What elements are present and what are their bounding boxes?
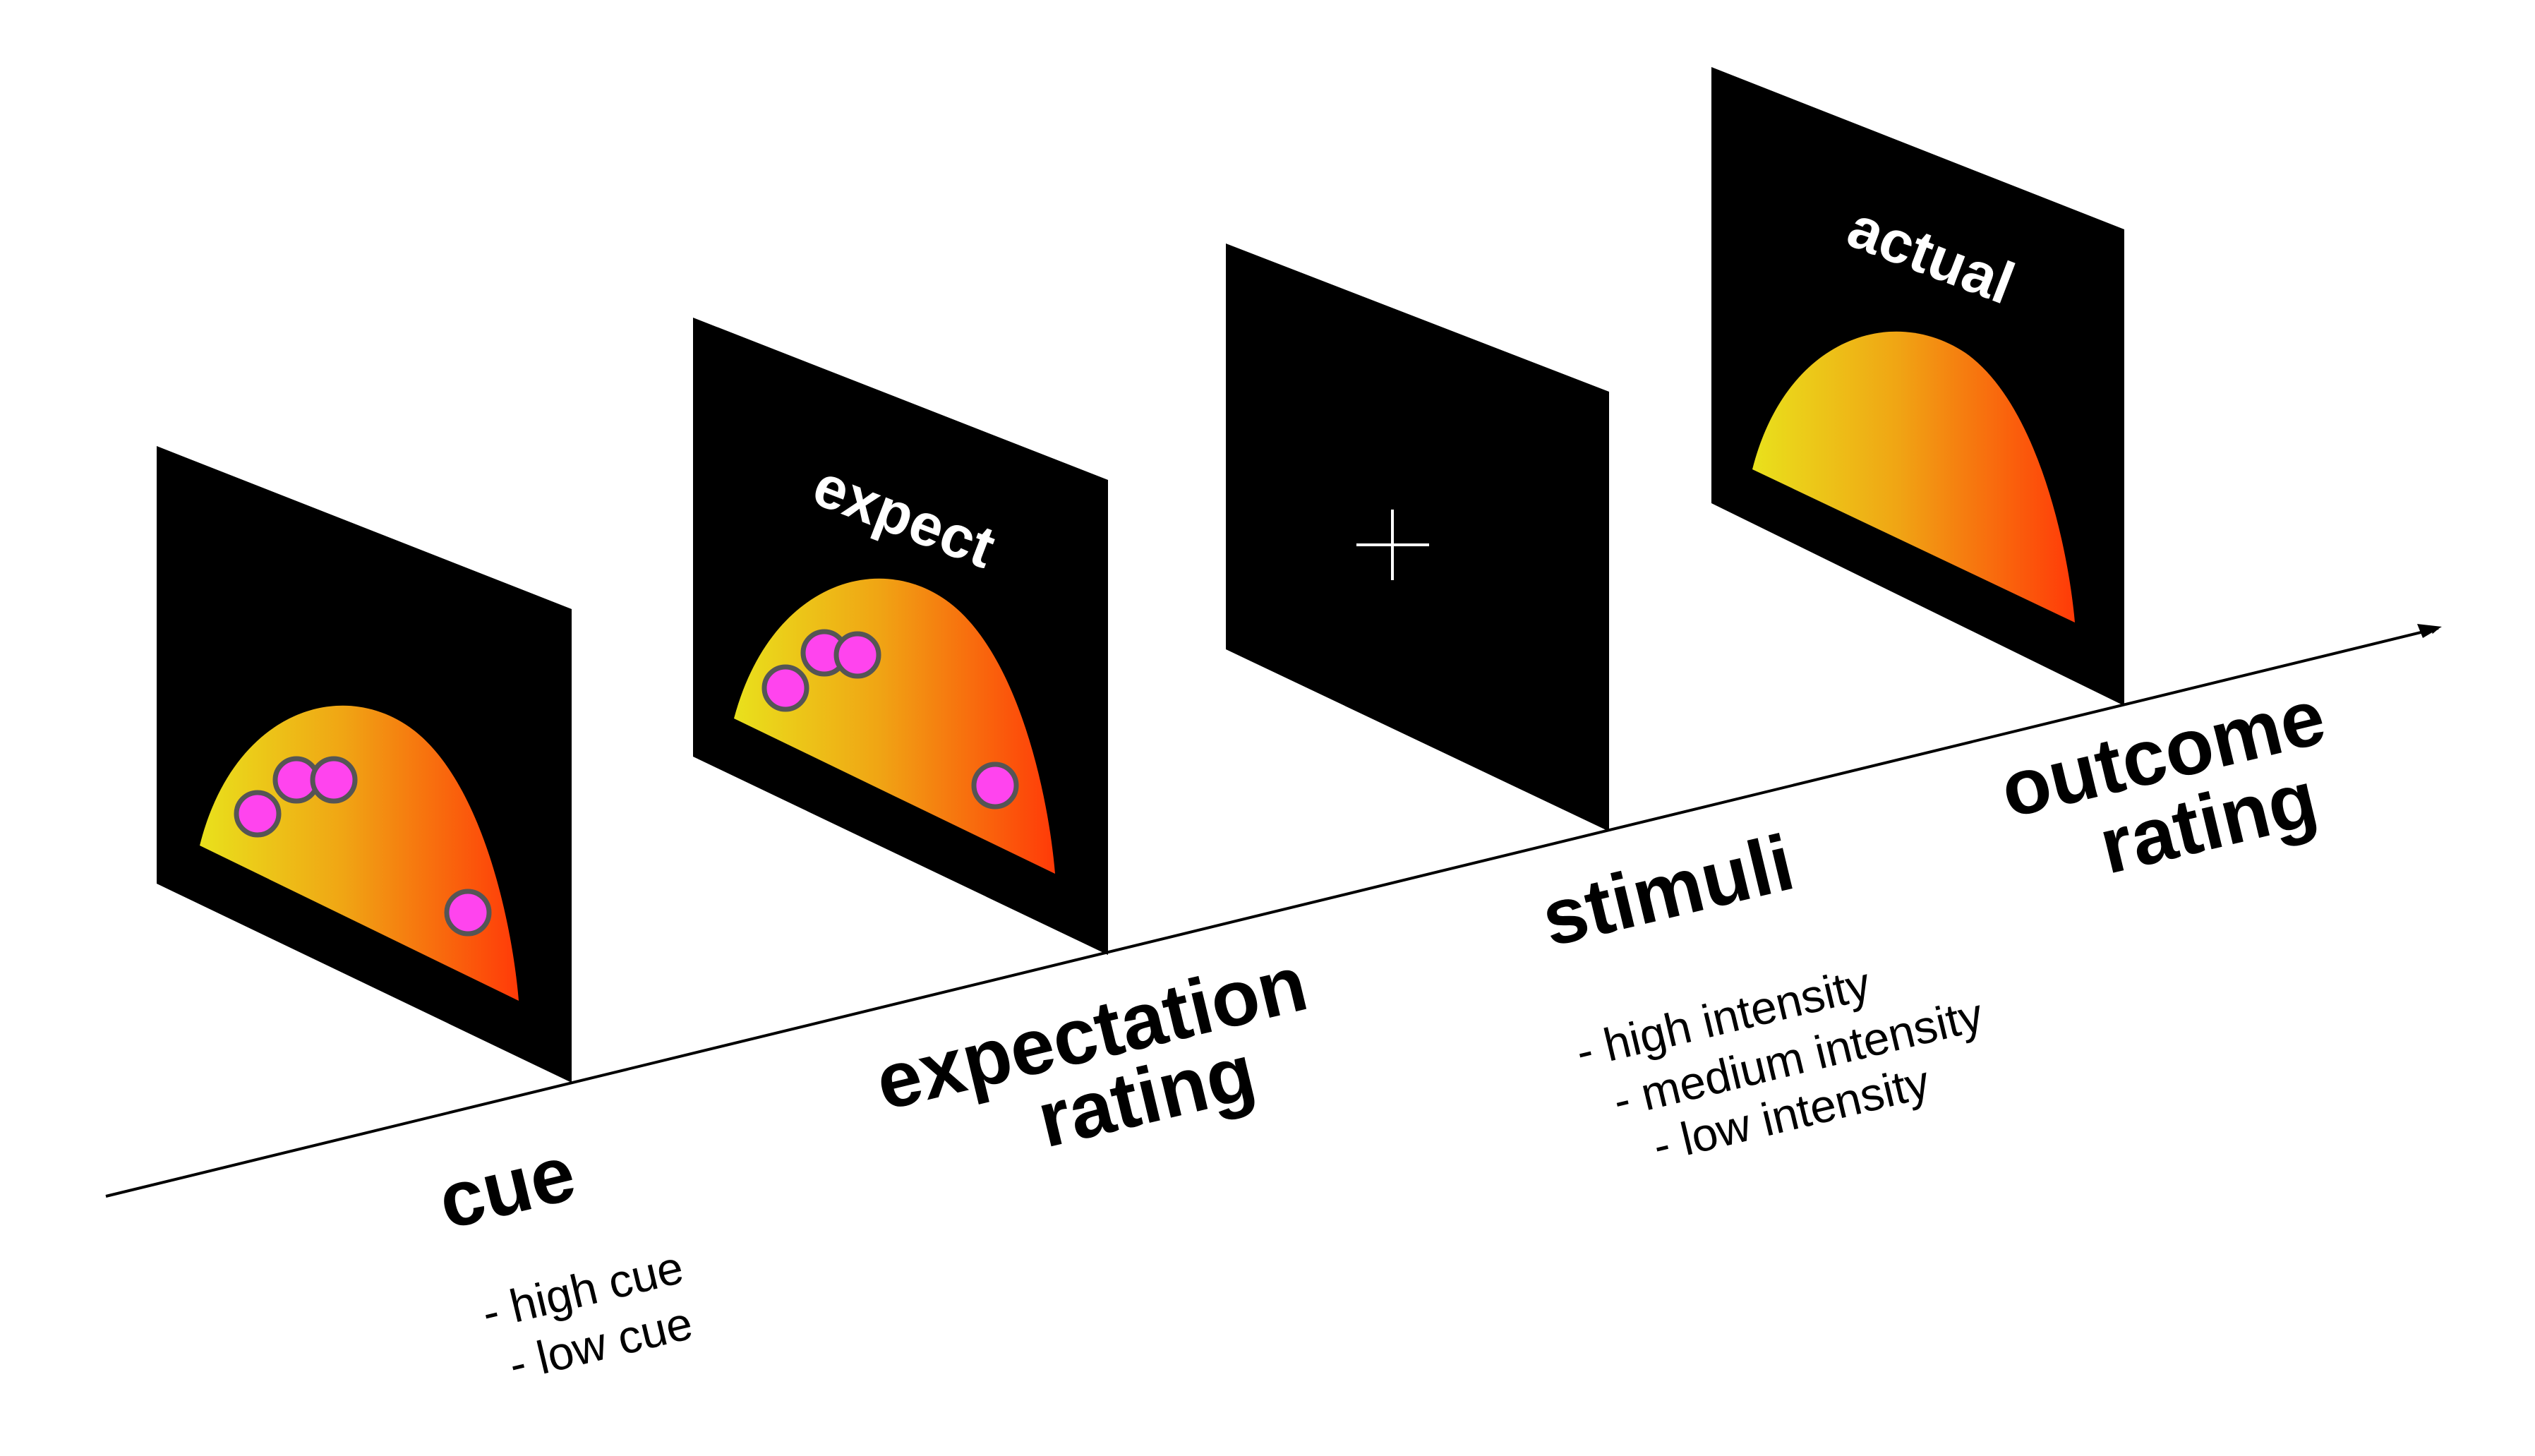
outcome-stage-label: outcome rating [1992,672,2333,891]
cue-dot [310,756,358,804]
cue-screen [157,446,572,1083]
stimuli-details: - high intensity - medium intensity - lo… [1571,957,1988,1172]
cue-dot [444,889,492,937]
cue-dot [234,790,282,838]
expectation-stage-label: expectation rating [867,939,1315,1165]
outcome-screen: actual [1711,67,2124,706]
expectation-screen: expect [693,318,1108,955]
cue-details: - high cue - low cue [477,1241,697,1391]
outcome-rating-scale [1752,331,2075,622]
cue-dot [971,762,1019,810]
cue-dot [833,631,881,679]
cue-stage-title: cue [430,1128,584,1246]
cue-dot [761,664,809,712]
timeline-axis-arrow [105,625,2440,1198]
timeline-arrowhead-icon [2417,624,2442,638]
stimuli-screen-panel [1226,243,1609,831]
stimuli-screen [1226,243,1609,831]
cue-stage-label: cue [430,1128,584,1246]
